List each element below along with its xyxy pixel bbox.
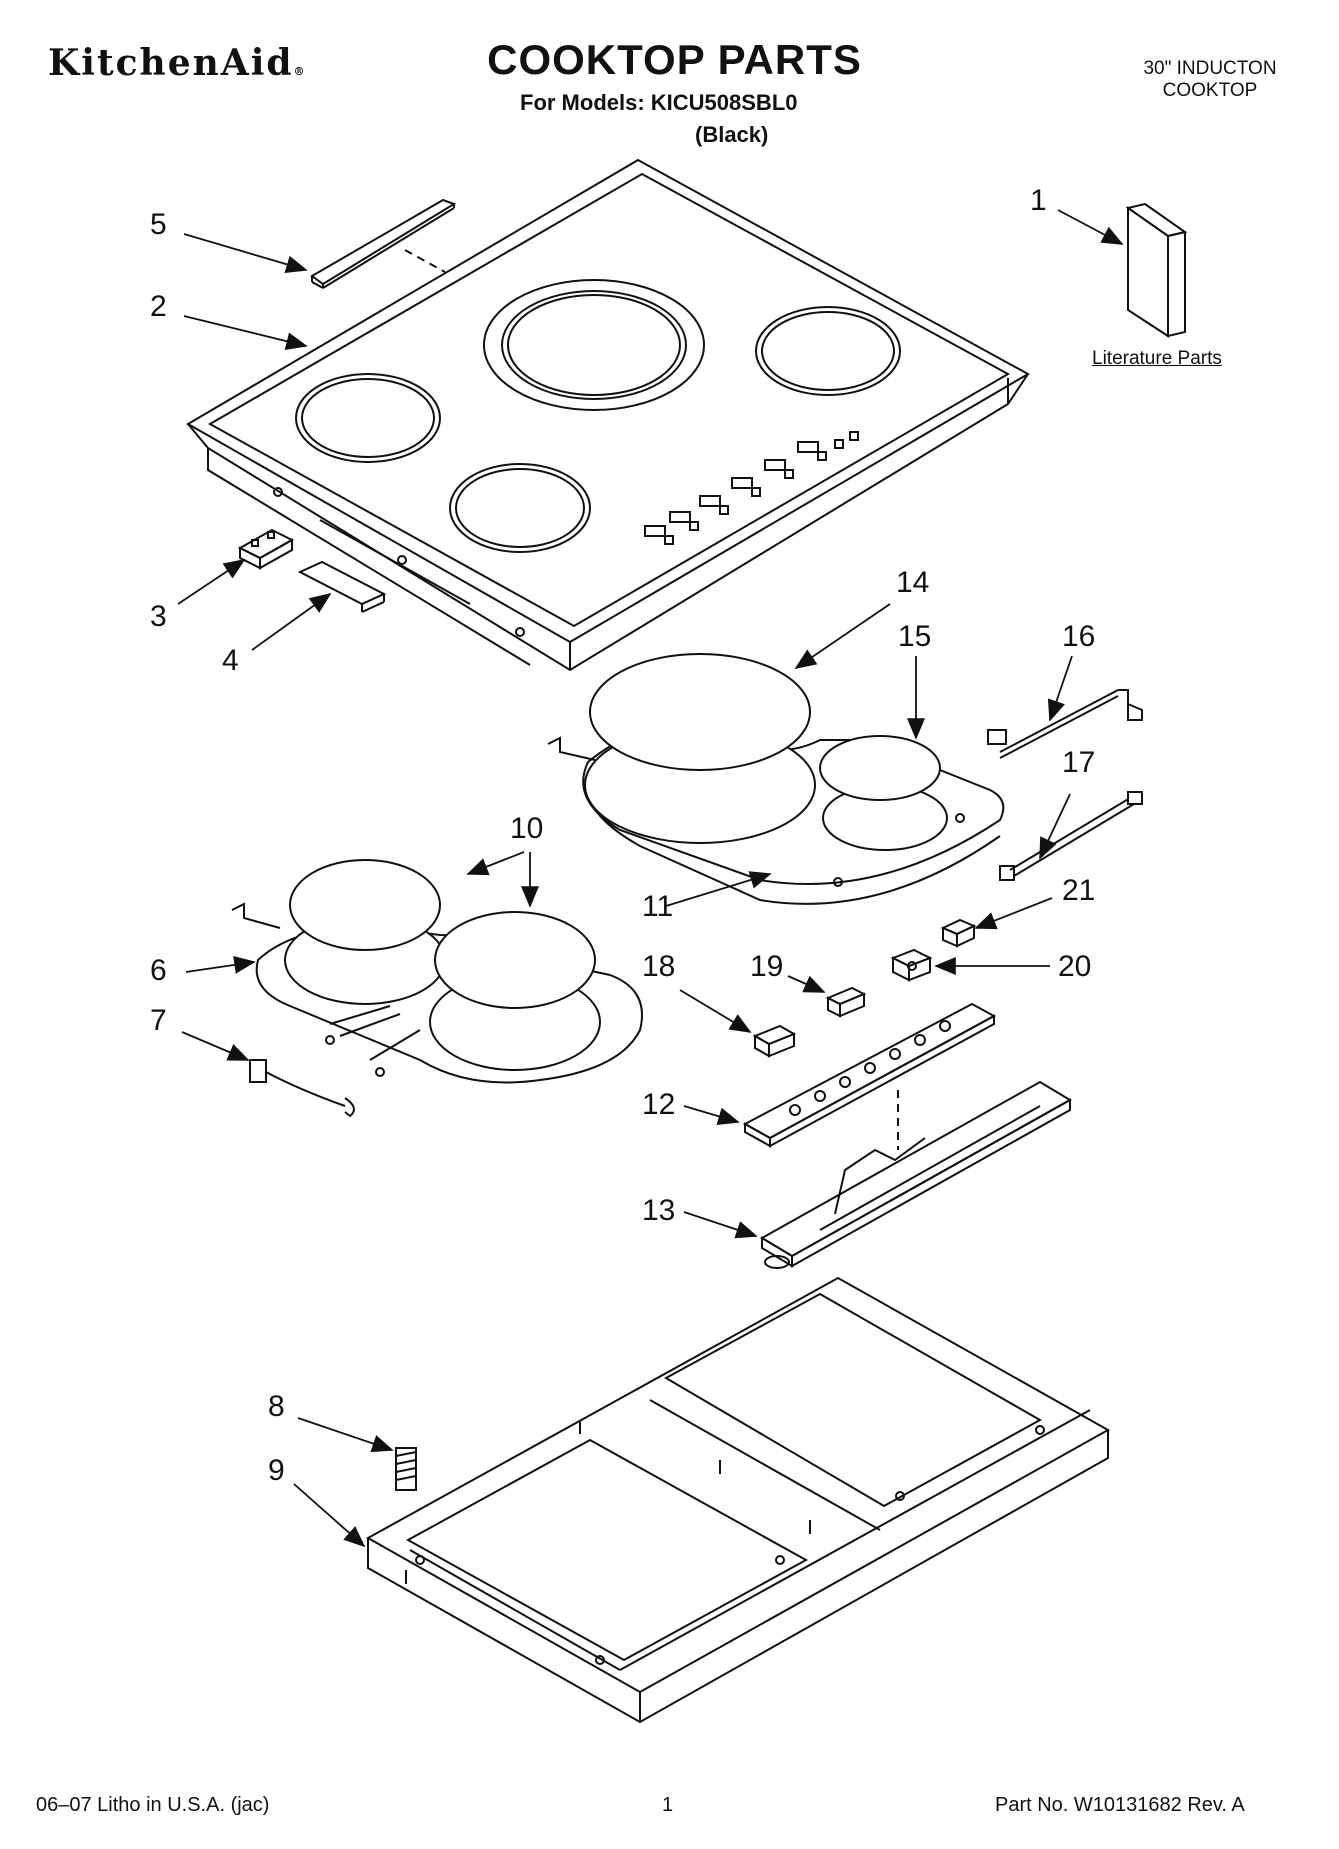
- callout-19: 19: [750, 950, 784, 983]
- callout-20: 20: [1058, 950, 1092, 983]
- callout-1: 1: [1030, 184, 1047, 217]
- callout-15: 15: [898, 620, 932, 653]
- callout-16: 16: [1062, 620, 1096, 653]
- callout-12: 12: [642, 1088, 676, 1121]
- callout-7: 7: [150, 1004, 167, 1037]
- part-spring: [395, 1447, 417, 1491]
- leader-1: [1057, 209, 1124, 245]
- part-control-board: [742, 1002, 997, 1150]
- callout-5: 5: [150, 208, 167, 241]
- leader-5: [183, 233, 308, 274]
- leader-18: [679, 989, 752, 1033]
- part-wire-harness-16: [987, 689, 1143, 759]
- leader-lines: [177, 209, 1124, 1548]
- callout-6: 6: [150, 954, 167, 987]
- part-ribbon-cable-17: [999, 791, 1143, 881]
- product-line-2: COOKTOP: [1162, 80, 1258, 101]
- part-thermal-sensor: [249, 1059, 355, 1118]
- callout-14: 14: [896, 566, 930, 599]
- callout-21: 21: [1062, 874, 1096, 907]
- callout-4: 4: [222, 644, 239, 677]
- footer-print-info: 06–07 Litho in U.S.A. (jac): [36, 1794, 270, 1816]
- callout-10: 10: [510, 812, 544, 845]
- leader-14: [794, 603, 891, 670]
- literature-parts-label: Literature Parts: [1092, 348, 1222, 369]
- leader-9: [293, 1483, 366, 1548]
- registered-mark: ®: [293, 65, 307, 78]
- leader-19: [787, 975, 826, 993]
- part-label: [297, 560, 387, 613]
- leader-16: [1047, 655, 1073, 722]
- leader-3: [177, 559, 246, 605]
- leader-7: [181, 1031, 250, 1061]
- leader-17: [1039, 793, 1071, 860]
- leader-12: [683, 1105, 740, 1126]
- part-right-element-assembly: [547, 653, 1005, 905]
- callout-9: 9: [268, 1454, 285, 1487]
- model-line: For Models: KICU508SBL0: [520, 90, 798, 115]
- part-chassis: [365, 1276, 1111, 1724]
- part-left-element-assembly: [231, 859, 643, 1084]
- callout-2: 2: [150, 290, 167, 323]
- page-title-row: COOKTOP PARTS: [0, 36, 1339, 84]
- part-small-components: [752, 918, 977, 1058]
- part-trim-strip: [310, 198, 457, 289]
- leader-2: [183, 315, 308, 351]
- part-cooktop-glass: [186, 158, 1031, 672]
- part-terminal-block: [237, 528, 295, 570]
- footer-page-number: 1: [662, 1794, 674, 1816]
- callout-17: 17: [1062, 746, 1096, 779]
- part-board-housing: [760, 1080, 1072, 1269]
- leader-10a: [466, 851, 525, 876]
- leader-11: [665, 871, 772, 907]
- callout-18: 18: [642, 950, 676, 983]
- leader-6: [185, 955, 256, 974]
- callout-11: 11: [642, 890, 674, 923]
- product-description: 30" INDUCTON COOKTOP: [1100, 58, 1320, 102]
- color-line: (Black): [695, 122, 769, 147]
- brand-name: KitchenAid: [48, 42, 294, 84]
- leader-8: [297, 1417, 394, 1453]
- product-line-1: 30" INDUCTON: [1143, 58, 1277, 79]
- brand-logo: KitchenAid®: [48, 42, 307, 84]
- callout-8: 8: [268, 1390, 285, 1423]
- leader-4: [251, 592, 332, 651]
- part-literature: [1125, 202, 1188, 338]
- page-title: COOKTOP PARTS: [487, 36, 862, 83]
- callout-13: 13: [642, 1194, 676, 1227]
- leader-13: [683, 1211, 758, 1239]
- callout-3: 3: [150, 600, 167, 633]
- footer-part-number: Part No. W10131682 Rev. A: [995, 1794, 1245, 1816]
- leader-21: [974, 897, 1053, 930]
